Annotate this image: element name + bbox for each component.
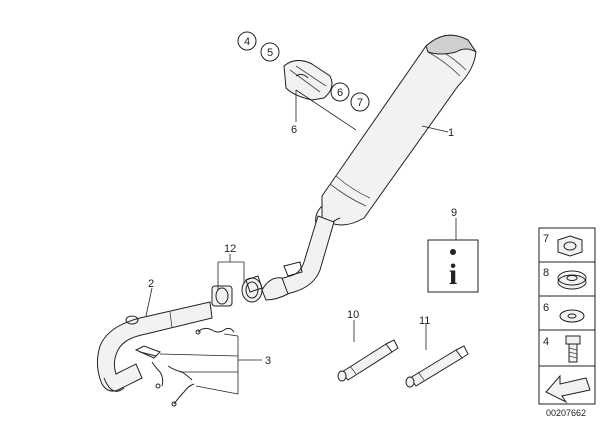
callout-10: 10	[347, 309, 359, 321]
svg-text:7: 7	[543, 233, 549, 245]
callout-11: 11	[419, 315, 430, 327]
header-pipe[interactable]	[96, 301, 213, 392]
leader-lines	[145, 89, 457, 395]
document-id: 00207662	[546, 408, 586, 418]
callout-2: 2	[148, 278, 154, 290]
circled-callout-7: 7	[350, 92, 370, 112]
svg-text:5: 5	[267, 47, 273, 59]
info-dot	[450, 249, 456, 255]
svg-text:4: 4	[543, 336, 549, 348]
callout-3: 3	[265, 355, 271, 367]
circled-callout-4: 4	[237, 31, 257, 51]
circled-callout-6: 6	[330, 82, 350, 102]
spring-4[interactable]	[167, 365, 193, 381]
paste-tube-11[interactable]	[405, 345, 469, 388]
circled-callout-5: 5	[260, 42, 280, 62]
hex-nut-icon	[557, 235, 583, 257]
rubber-grommet-icon	[557, 270, 587, 290]
callout-9: 9	[451, 207, 457, 219]
spring-1[interactable]	[195, 327, 235, 335]
side-parts-panel: 7 8 6 4	[538, 227, 596, 405]
spring-5[interactable]	[171, 383, 195, 407]
svg-text:4: 4	[244, 36, 250, 48]
arrow-icon	[545, 374, 591, 404]
side-item-washer[interactable]: 6	[543, 302, 585, 323]
callout-6-bottom: 6	[291, 124, 297, 136]
svg-text:6: 6	[543, 302, 549, 314]
bolt-icon	[565, 335, 581, 363]
spring-2[interactable]	[134, 345, 161, 359]
svg-text:8: 8	[543, 267, 549, 279]
heat-shield[interactable]	[283, 60, 333, 101]
side-item-grommet[interactable]: 8	[543, 267, 587, 290]
callout-1: 1	[448, 127, 454, 139]
side-item-bolt[interactable]: 4	[543, 335, 581, 363]
callout-12: 12	[224, 243, 236, 255]
side-item-nut[interactable]: 7	[543, 233, 583, 257]
clamp-assembly[interactable]	[211, 275, 289, 307]
svg-text:6: 6	[337, 87, 343, 99]
svg-text:7: 7	[357, 97, 363, 109]
info-icon: i	[449, 258, 457, 291]
info-box[interactable]: i	[427, 239, 479, 293]
side-item-arrow	[545, 374, 591, 404]
spring-set[interactable]	[134, 327, 235, 407]
spring-3[interactable]	[151, 361, 164, 389]
silencer[interactable]	[315, 34, 477, 229]
washer-icon	[559, 309, 585, 323]
paste-tube-10[interactable]	[337, 339, 399, 382]
